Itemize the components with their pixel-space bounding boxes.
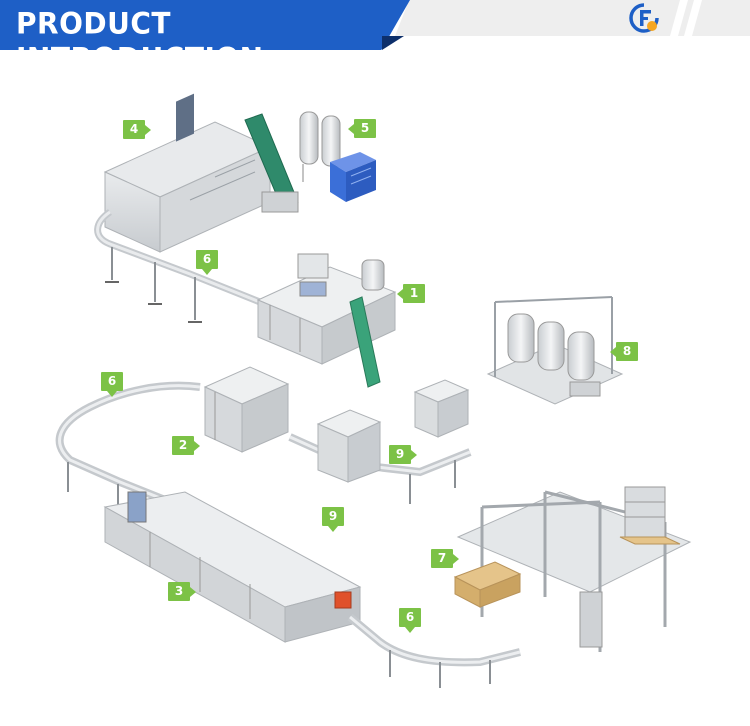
marker-machine-2: 2 — [172, 436, 200, 455]
air-conveyor-bottom — [347, 613, 521, 688]
cip-cleaning-system — [486, 296, 624, 405]
inspection-machine-b — [413, 379, 470, 438]
filling-machine — [256, 253, 397, 388]
banner-shadow — [382, 36, 404, 50]
page-title: PRODUCT INTRODUCTION — [16, 6, 264, 76]
company-logo-icon — [629, 3, 659, 33]
marker-conveyor-6-bottom: 6 — [399, 608, 421, 633]
marker-machine-5: 5 — [348, 119, 376, 138]
marker-machine-9-right: 9 — [389, 445, 417, 464]
marker-machine-4: 4 — [123, 120, 151, 139]
marker-machine-7: 7 — [431, 549, 459, 568]
marker-machine-9-bottom: 9 — [322, 507, 344, 532]
air-conveyor-top — [94, 209, 262, 323]
palletizer — [453, 486, 692, 652]
header-stripes — [670, 0, 702, 36]
production-line-illustration: 4 5 6 1 8 6 2 9 9 7 3 6 — [0, 52, 750, 726]
water-treatment-tanks — [299, 111, 376, 202]
labeling-and-packing-machine — [103, 491, 362, 643]
marker-conveyor-6-loop: 6 — [101, 372, 123, 397]
marker-machine-8: 8 — [610, 342, 638, 361]
marker-conveyor-6-top: 6 — [196, 250, 218, 275]
title-banner: PRODUCT INTRODUCTION — [0, 0, 410, 50]
inspection-machine-a — [316, 409, 382, 483]
production-line-drawing — [55, 93, 692, 688]
blow-molding-machine — [103, 93, 299, 253]
marker-machine-1: 1 — [397, 284, 425, 303]
header: PRODUCT INTRODUCTION — [0, 0, 750, 52]
capping-machine — [203, 366, 290, 453]
marker-machine-3: 3 — [168, 582, 196, 601]
